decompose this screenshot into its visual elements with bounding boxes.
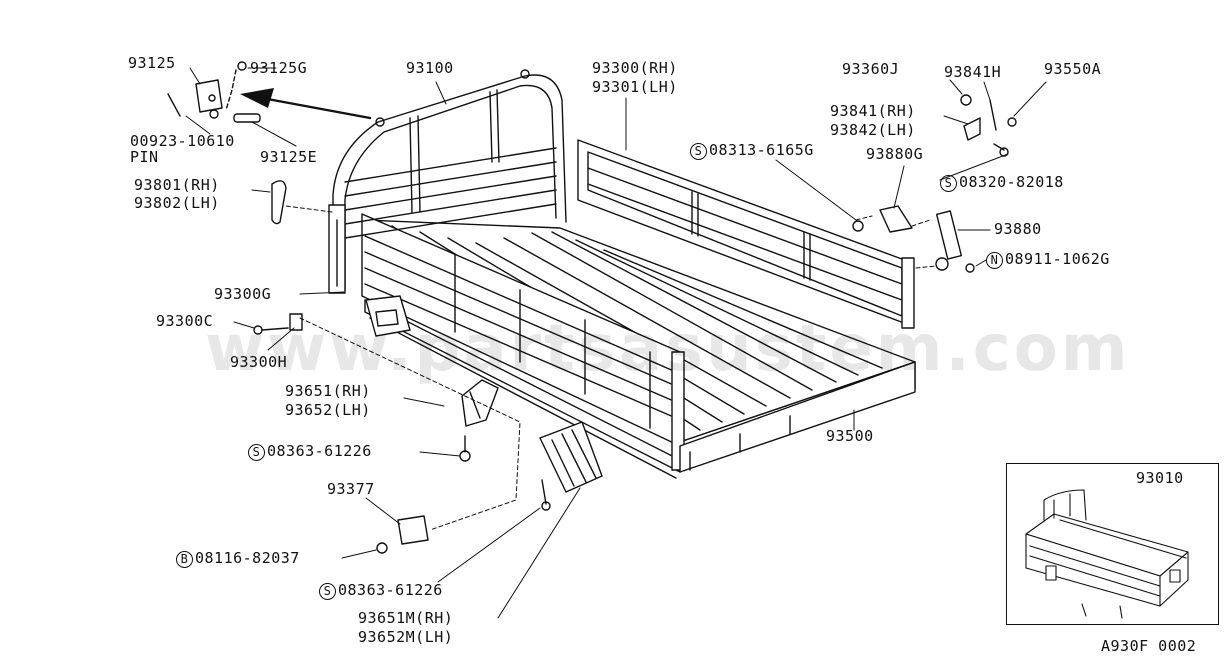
fastener-type-mark: B (176, 551, 193, 568)
callout-93500: 93500 (826, 428, 874, 445)
callout-text: 93550A (1044, 60, 1102, 78)
callout-text: 93301(LH) (592, 78, 678, 96)
callout-93652M: 93652M(LH) (358, 629, 453, 646)
inset-assembly-drawing (1025, 489, 1189, 619)
callout-93300: 93300(RH) (592, 60, 678, 77)
callout-93100: 93100 (406, 60, 454, 77)
callout-93880: 93880 (994, 221, 1042, 238)
callout-93651M: 93651M(RH) (358, 610, 453, 627)
front-guard-frame (328, 69, 567, 294)
callout-93841H: 93841H (944, 64, 1001, 81)
callout-text: 93651M(RH) (358, 609, 454, 627)
callout-93300C: 93300C (156, 313, 213, 330)
left-side-gate (361, 213, 685, 471)
callout-text: 08363-61226 (338, 581, 443, 599)
fastener-type-mark: N (986, 252, 1003, 269)
inset-label: 93010 (1136, 469, 1184, 487)
callout-text: 93842(LH) (830, 121, 916, 139)
callout-text: 08363-61226 (267, 442, 372, 460)
callout-93360J: 93360J (842, 61, 899, 78)
callout-text: 93652M(LH) (358, 628, 454, 646)
callout-text: 93300H (230, 353, 288, 371)
callout-93125E: 93125E (260, 149, 317, 166)
callout-93300H: 93300H (230, 354, 287, 371)
callout-text: 93100 (406, 59, 454, 77)
fastener-type-mark: S (940, 175, 957, 192)
callout-text: 93801(RH) (134, 176, 220, 194)
callout-text: 93125 (128, 54, 176, 72)
drawing-code: A930F 0002 (1101, 637, 1197, 655)
callout-93651: 93651(RH) (285, 383, 371, 400)
hardware-parts (167, 61, 1017, 554)
callout-text: 08320-82018 (959, 173, 1064, 191)
callout-93880G: 93880G (866, 146, 923, 163)
fastener-type-mark: S (248, 444, 265, 461)
callout-text: 93125E (260, 148, 318, 166)
callout-text: 93652(LH) (285, 401, 371, 419)
callout-93301: 93301(LH) (592, 79, 678, 96)
callout-text: 93880G (866, 145, 924, 163)
callout-text: 93500 (826, 427, 874, 445)
callout-93801: 93801(RH) (134, 177, 220, 194)
arrow-head (240, 88, 274, 108)
callout-text: PIN (130, 148, 159, 166)
fastener-type-mark: S (319, 583, 336, 600)
callout-pin: PIN (130, 149, 159, 166)
callout-93802: 93802(LH) (134, 195, 220, 212)
callout-text: 08313-6165G (709, 141, 814, 159)
callout-text: 93377 (327, 480, 375, 498)
callout-93125G: 93125G (250, 60, 307, 77)
callout-text: 93841H (944, 63, 1002, 81)
right-side-gate (577, 139, 915, 329)
callout-93652: 93652(LH) (285, 402, 371, 419)
inset-frame: 93010 (1006, 463, 1219, 625)
callout-93841: 93841(RH) (830, 103, 916, 120)
fastener-type-mark: S (690, 143, 707, 160)
callout-text: 93841(RH) (830, 102, 916, 120)
callout-text: 08911-1062G (1005, 250, 1110, 268)
callout-text: 93802(LH) (134, 194, 220, 212)
callout-text: 00923-10610 (130, 132, 235, 150)
callout-text: 08116-82037 (195, 549, 300, 567)
callout-text: 93300(RH) (592, 59, 678, 77)
callout-93550A: 93550A (1044, 61, 1101, 78)
bed-brackets (365, 295, 603, 493)
callout-93842: 93842(LH) (830, 122, 916, 139)
callout-text: 93880 (994, 220, 1042, 238)
callout-93300G: 93300G (214, 286, 271, 303)
callout-text: 93125G (250, 59, 308, 77)
callout-text: 93651(RH) (285, 382, 371, 400)
leader-lines (185, 67, 1047, 619)
rear-gate (679, 361, 916, 473)
callout-93125: 93125 (128, 55, 176, 72)
callout-text: 93300C (156, 312, 214, 330)
callout-text: 93360J (842, 60, 900, 78)
callout-93377: 93377 (327, 481, 375, 498)
callout-text: 93300G (214, 285, 272, 303)
callout-00923-10610: 00923-10610 (130, 133, 235, 150)
watermark: www.partsasustem.com (205, 312, 1131, 386)
